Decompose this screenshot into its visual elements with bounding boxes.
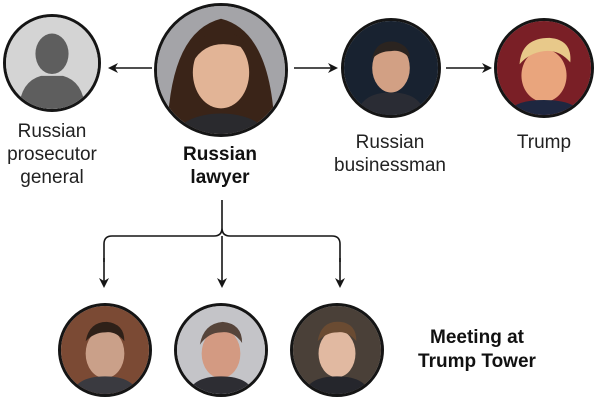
trump-label-line-1: Trump [516, 132, 572, 153]
prosecutor-label-line-3: general [20, 167, 84, 188]
businessman-portrait [344, 21, 438, 115]
meeting-person-1-photo [58, 303, 152, 397]
businessman-label: Russian businessman [320, 131, 460, 177]
meeting-person-2-photo [174, 303, 268, 397]
meeting-label-line-2: Trump Tower [418, 351, 536, 372]
lawyer-label: Russian lawyer [150, 143, 290, 189]
trump-portrait [497, 21, 591, 115]
businessman-photo [341, 18, 441, 118]
prosecutor-label-line-1: Russian [17, 121, 87, 142]
businessman-label-line-1: Russian [355, 132, 425, 153]
meeting-person-1-portrait [61, 306, 149, 394]
lawyer-portrait [157, 6, 285, 134]
prosecutor-label: Russian prosecutor general [0, 120, 104, 189]
meeting-person-3-portrait [293, 306, 381, 394]
trump-photo [494, 18, 594, 118]
person-silhouette-icon [6, 17, 98, 109]
lawyer-photo [154, 3, 288, 137]
lawyer-label-line-1: Russian [183, 144, 257, 165]
meeting-label-line-1: Meeting at [430, 327, 524, 348]
meeting-person-2-portrait [177, 306, 265, 394]
prosecutor-avatar [3, 14, 101, 112]
meeting-label: Meeting at Trump Tower [400, 326, 554, 374]
prosecutor-label-line-2: prosecutor [7, 144, 97, 165]
bracket-lawyer-to-meeting [103, 200, 341, 262]
trump-label: Trump [494, 131, 594, 154]
businessman-label-line-2: businessman [334, 155, 446, 176]
meeting-person-3-photo [290, 303, 384, 397]
lawyer-label-line-2: lawyer [190, 167, 250, 188]
